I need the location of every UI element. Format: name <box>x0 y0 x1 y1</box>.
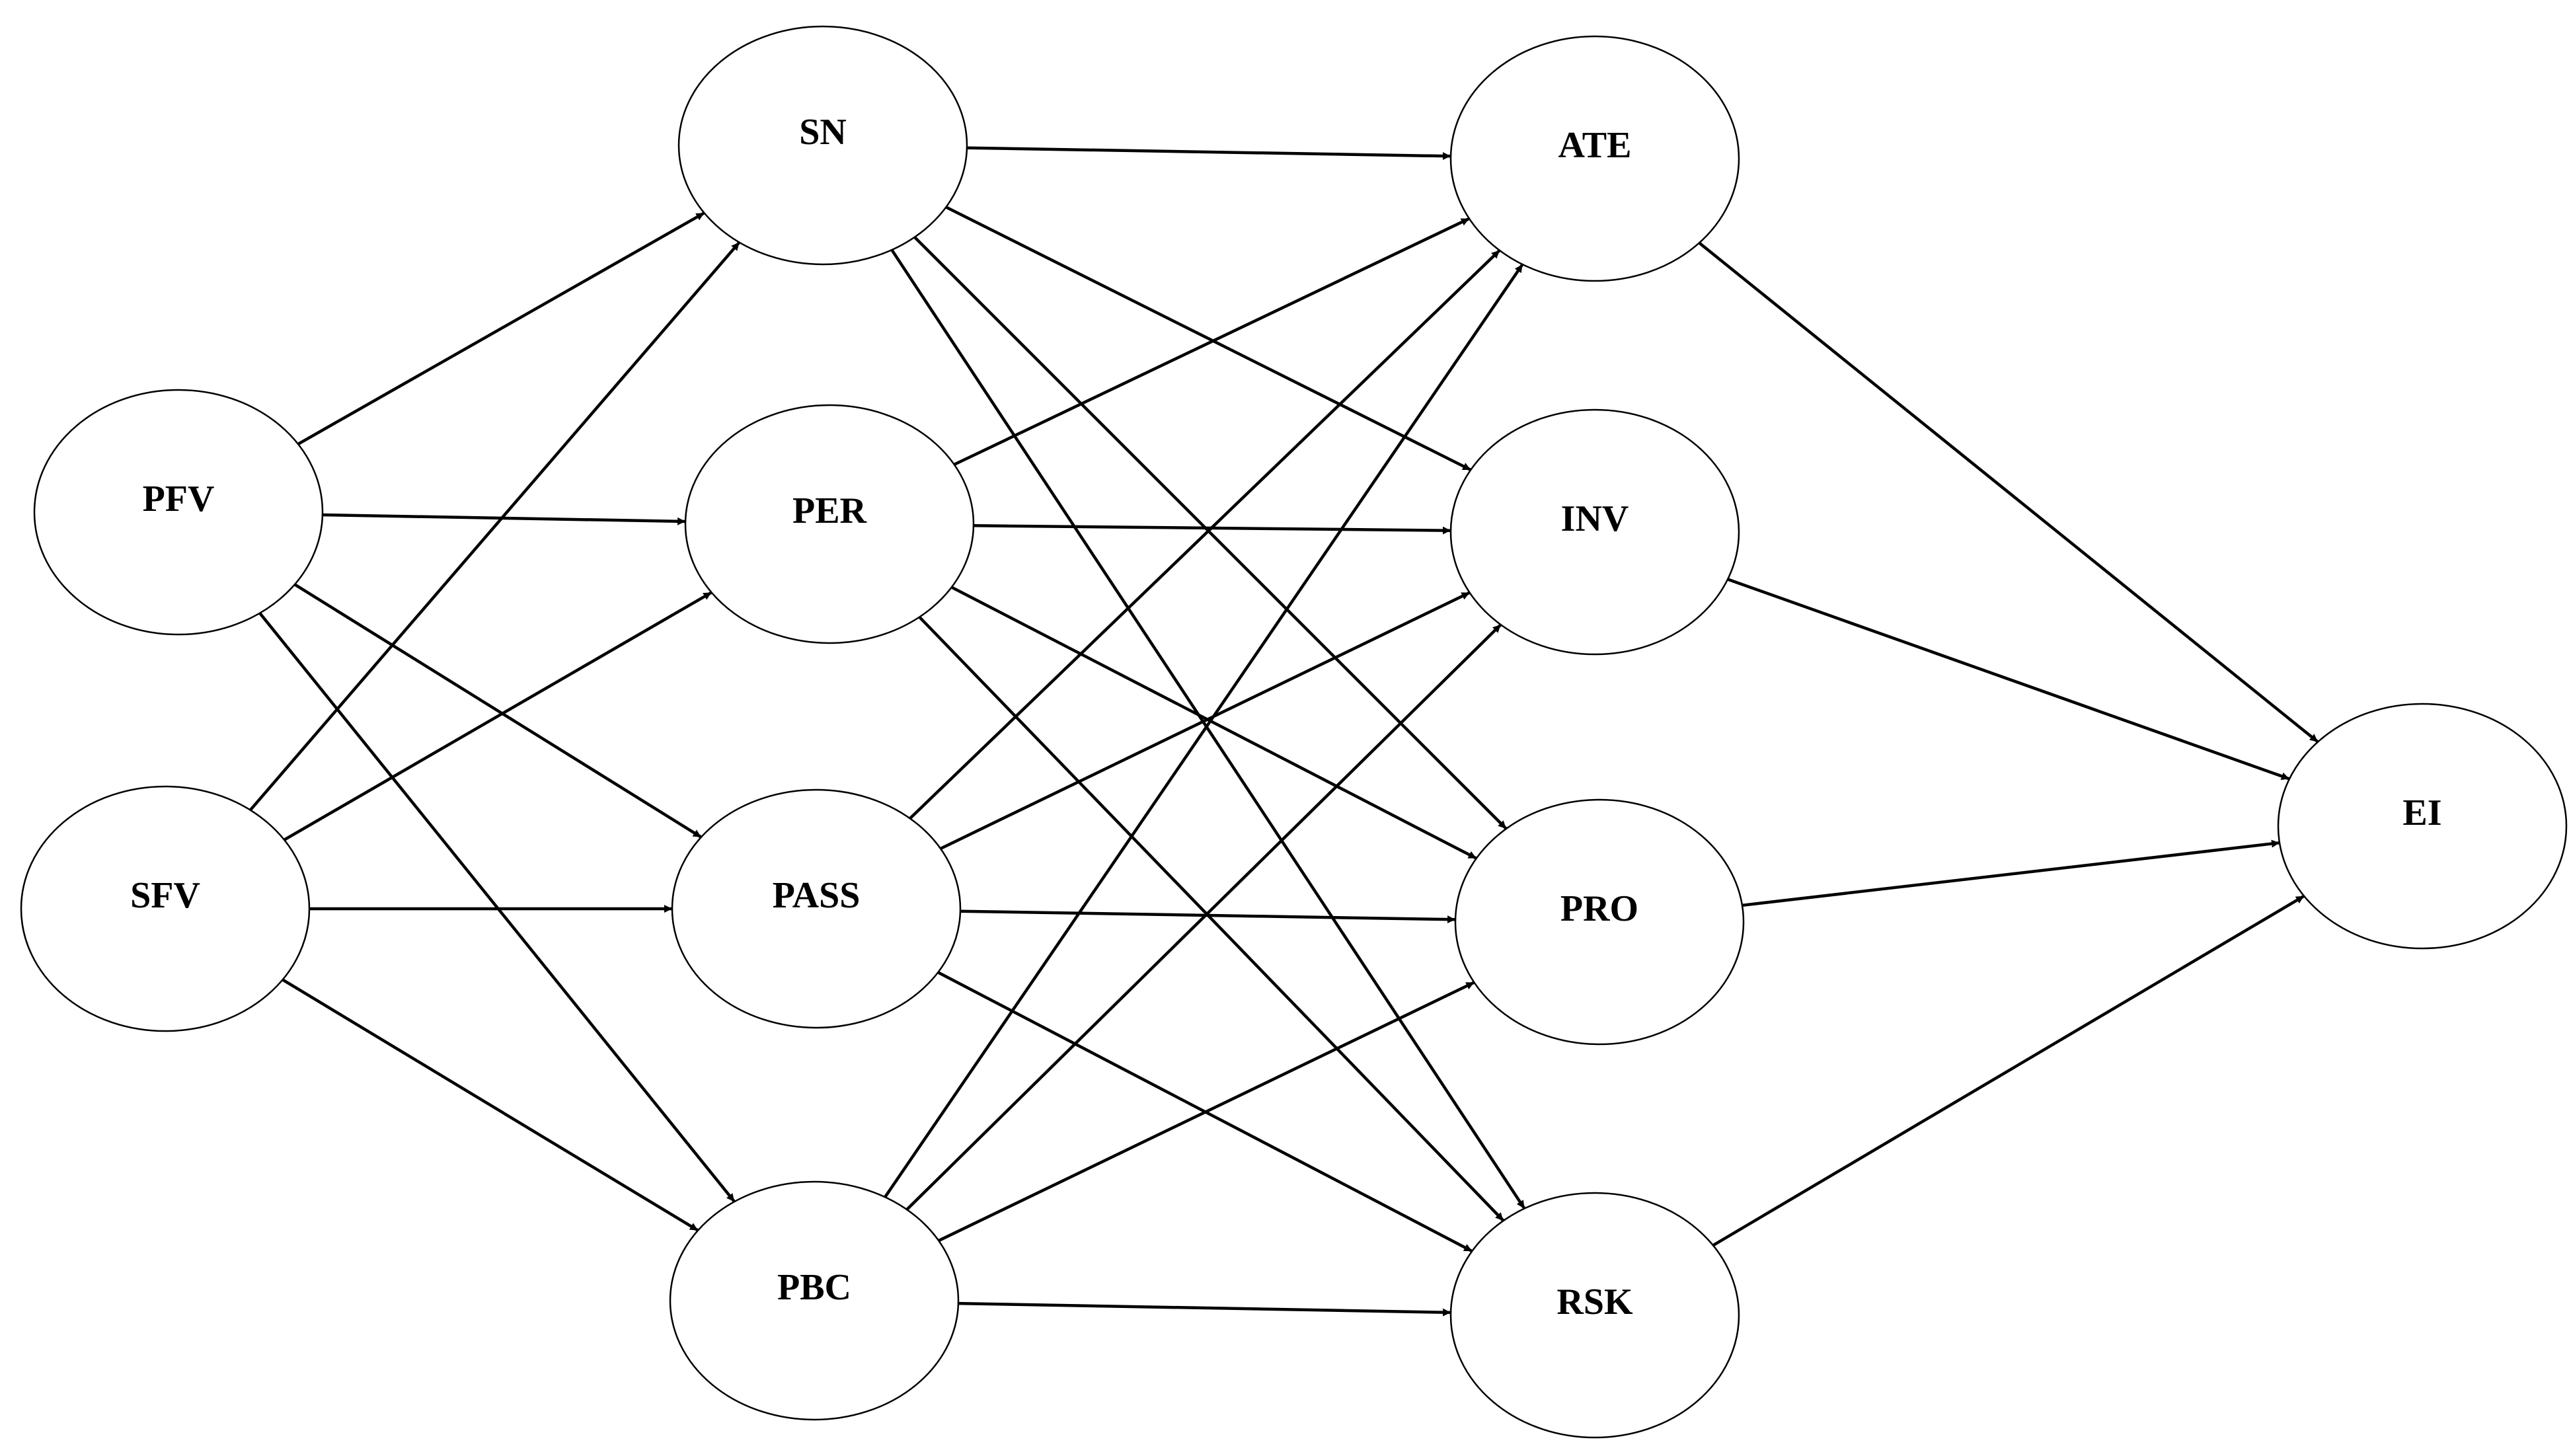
arrow-pass-to-pro <box>960 909 1456 924</box>
node-ellipse <box>1449 35 1740 282</box>
node-label-rsk: RSK <box>1556 1282 1633 1322</box>
node-label-pbc: PBC <box>777 1267 851 1308</box>
node-ellipse <box>669 1180 960 1421</box>
edges-layer <box>249 146 2319 1317</box>
arrow-pfv-to-sn <box>297 211 705 445</box>
arrow-sn-to-ate <box>966 146 1451 161</box>
node-sn: SN <box>677 25 968 266</box>
node-label-inv: INV <box>1561 498 1629 539</box>
arrow-pfv-to-per <box>322 513 686 525</box>
node-rsk: RSK <box>1449 1192 1740 1439</box>
arrow-sn-to-pro <box>913 236 1508 830</box>
node-ellipse <box>1454 798 1745 1046</box>
nodes-layer: PFV SFV SN PER PASS PBC ATE INV PRO RSK EI <box>20 25 2568 1439</box>
node-pbc: PBC <box>669 1180 960 1421</box>
arrow-inv-to-ei <box>1727 578 2290 781</box>
arrow-sn-to-inv <box>945 206 1472 472</box>
node-label-pro: PRO <box>1560 888 1638 929</box>
arrow-pro-to-ei <box>1742 839 2280 907</box>
node-label-ate: ATE <box>1558 125 1632 166</box>
node-ellipse <box>33 389 324 636</box>
arrow-pass-to-inv <box>940 591 1471 851</box>
node-label-per: PER <box>792 490 867 531</box>
node-label-ei: EI <box>2402 792 2441 833</box>
node-ellipse <box>671 788 962 1029</box>
node-sfv: SFV <box>20 785 311 1032</box>
arrow-per-to-ate <box>953 217 1470 466</box>
node-label-pfv: PFV <box>143 479 215 519</box>
node-ellipse <box>684 404 975 644</box>
arrow-pfv-to-pass <box>293 583 703 839</box>
node-ellipse <box>20 785 311 1032</box>
arrow-pbc-to-pro <box>938 981 1475 1243</box>
arrow-rsk-to-ei <box>1712 894 2305 1247</box>
arrow-pass-to-ate <box>909 249 1501 820</box>
node-ate: ATE <box>1449 35 1740 282</box>
node-inv: INV <box>1449 408 1740 656</box>
node-ellipse <box>1449 408 1740 656</box>
arrow-sfv-to-sn <box>249 241 741 812</box>
node-pfv: PFV <box>33 389 324 636</box>
node-pro: PRO <box>1454 798 1745 1046</box>
node-ellipse <box>1449 1192 1740 1439</box>
arrow-sn-to-rsk <box>890 249 1526 1209</box>
arrow-per-to-pro <box>950 586 1477 860</box>
node-label-pass: PASS <box>773 875 861 916</box>
node-ei: EI <box>2277 703 2568 950</box>
node-per: PER <box>684 404 975 644</box>
arrow-sfv-to-pbc <box>282 978 699 1232</box>
node-pass: PASS <box>671 788 962 1029</box>
node-label-sn: SN <box>799 112 847 153</box>
node-ellipse <box>677 25 968 266</box>
arrow-ate-to-ei <box>1698 241 2319 744</box>
node-label-sfv: SFV <box>130 875 200 916</box>
arrow-sfv-to-per <box>283 591 712 841</box>
arrow-pbc-to-ate <box>884 263 1524 1198</box>
node-ellipse <box>2277 703 2568 950</box>
arrow-pbc-to-rsk <box>958 1301 1451 1317</box>
arrow-pbc-to-inv <box>905 623 1502 1211</box>
